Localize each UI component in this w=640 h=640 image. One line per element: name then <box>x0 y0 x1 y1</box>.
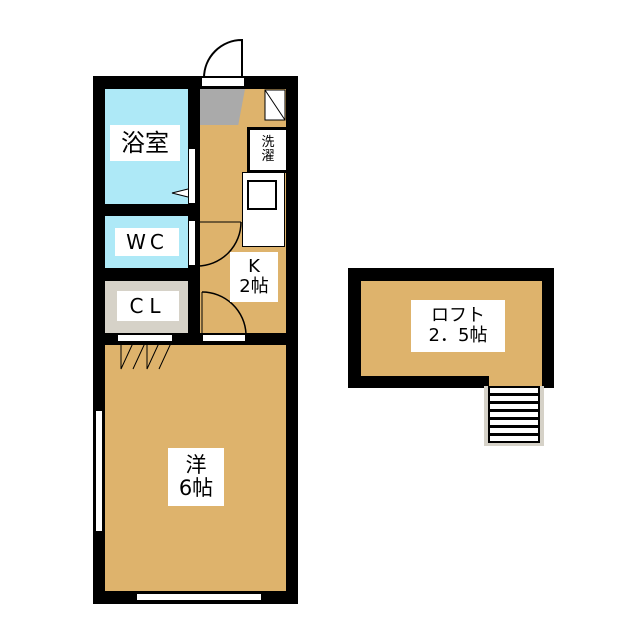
entrance-opening <box>202 78 244 86</box>
kitchen-label: K 2帖 <box>230 252 278 302</box>
laundry-label: 洗 <box>261 134 275 150</box>
closet-door[interactable] <box>117 334 173 342</box>
kitchen-label-2: 2帖 <box>239 276 269 297</box>
room-door-swing-icon <box>201 291 247 335</box>
loft-ladder <box>484 386 544 446</box>
bath-label: 浴室 <box>110 125 180 161</box>
closet-label: CL <box>117 291 179 321</box>
west-window <box>95 410 103 532</box>
laundry-label-2: 濯 <box>261 149 275 164</box>
sink-icon <box>247 180 277 210</box>
bath-door-handle-icon <box>171 188 189 198</box>
room-door[interactable] <box>202 334 246 342</box>
bath-door[interactable] <box>188 148 196 204</box>
kitchen-label-1: K <box>248 256 260 278</box>
kitchen-counter <box>242 172 285 247</box>
loft-label: ロフト 2．5帖 <box>411 300 505 352</box>
western-label-1: 洋 <box>185 452 207 477</box>
shoe-cabinet-icon <box>264 89 286 121</box>
loft-label-2: 2．5帖 <box>428 325 488 346</box>
wc-door[interactable] <box>188 220 196 266</box>
wc-door-swing-icon <box>196 221 242 267</box>
entrance-door-icon <box>203 38 243 79</box>
loft-label-1: ロフト <box>431 305 485 327</box>
south-window <box>136 593 262 601</box>
western-room-label: 洋 6帖 <box>168 448 224 506</box>
wc-label: WC <box>115 228 179 256</box>
western-label-2: 6帖 <box>178 476 214 500</box>
closet-folding-door-icon <box>120 343 172 370</box>
entrance-floor <box>200 89 245 125</box>
laundry-space: 洗 濯 <box>247 127 289 173</box>
